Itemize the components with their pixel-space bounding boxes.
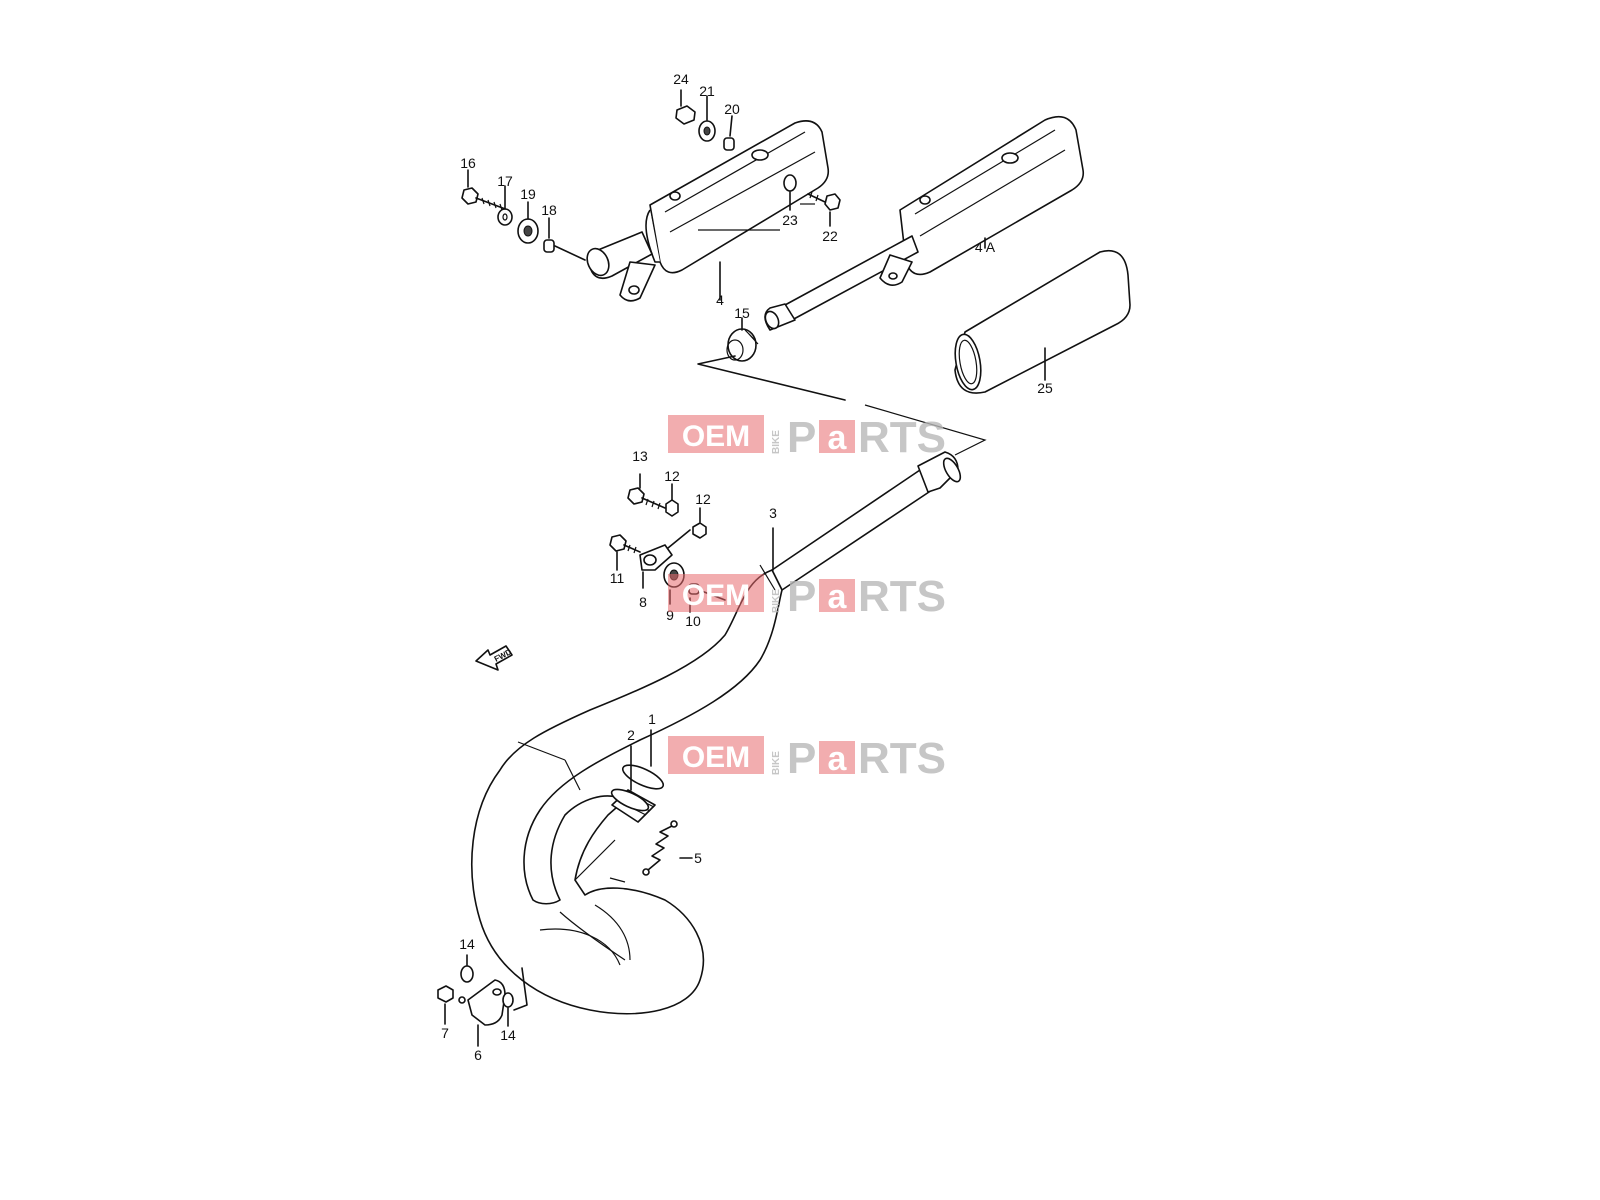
callout-3: 3 — [769, 505, 777, 521]
svg-text:a: a — [828, 740, 848, 778]
leader-lines-top — [467, 89, 1046, 456]
svg-text:RTS: RTS — [858, 572, 946, 621]
svg-text:BIKE: BIKE — [771, 430, 782, 454]
callout-22: 22 — [822, 228, 838, 244]
svg-text:RTS: RTS — [858, 734, 946, 783]
svg-text:BIKE: BIKE — [771, 589, 782, 613]
callout-20: 20 — [724, 101, 740, 117]
callout-14b: 14 — [500, 1027, 516, 1043]
svg-text:P: P — [787, 413, 816, 462]
svg-text:OEM: OEM — [682, 579, 750, 612]
watermark-2: OEM BIKE P a RTS — [668, 572, 946, 621]
hardware-bottom — [437, 954, 528, 1047]
fwd-label: FWD — [493, 647, 514, 664]
svg-text:P: P — [787, 572, 816, 621]
callout-labels: 24 21 20 16 17 19 18 23 22 4 15 4 A 25 1… — [441, 71, 1053, 1063]
callout-24: 24 — [673, 71, 689, 87]
callout-8: 8 — [639, 594, 647, 610]
hardware-top — [461, 105, 841, 362]
svg-text:a: a — [828, 419, 848, 457]
svg-text:RTS: RTS — [858, 413, 946, 462]
callout-12b: 12 — [695, 491, 711, 507]
leader-lines-lower — [630, 729, 693, 859]
callout-14a: 14 — [459, 936, 475, 952]
callout-2: 2 — [627, 727, 635, 743]
callout-16: 16 — [460, 155, 476, 171]
svg-text:OEM: OEM — [682, 741, 750, 774]
callout-18: 18 — [541, 202, 557, 218]
callout-19: 19 — [520, 186, 536, 202]
callout-7: 7 — [441, 1025, 449, 1041]
callout-4: 4 — [716, 292, 724, 308]
watermark-1: OEM BIKE P a RTS — [668, 413, 946, 462]
silencer-4 — [586, 120, 830, 302]
exhaust-pipe-3 — [471, 451, 962, 1015]
svg-text:BIKE: BIKE — [771, 751, 782, 775]
callout-21: 21 — [699, 83, 715, 99]
callout-1: 1 — [648, 711, 656, 727]
callout-23: 23 — [782, 212, 798, 228]
watermark-3: OEM BIKE P a RTS — [668, 734, 946, 783]
callout-15: 15 — [734, 305, 750, 321]
callout-6: 6 — [474, 1047, 482, 1063]
heat-shield-25 — [954, 250, 1131, 394]
silencer-4a — [764, 115, 1085, 331]
callout-11: 11 — [610, 570, 625, 586]
svg-text:OEM: OEM — [682, 420, 750, 453]
callout-5: 5 — [694, 850, 702, 866]
svg-text:a: a — [828, 578, 848, 616]
callout-4a: 4 A — [975, 239, 996, 255]
svg-text:P: P — [787, 734, 816, 783]
fwd-direction-arrow: FWD — [475, 645, 514, 671]
callout-12a: 12 — [664, 468, 680, 484]
callout-25: 25 — [1037, 380, 1053, 396]
callout-17: 17 — [497, 173, 513, 189]
callout-9: 9 — [666, 607, 674, 623]
callout-13: 13 — [632, 448, 648, 464]
seals-and-spring — [610, 764, 678, 876]
callout-10: 10 — [685, 613, 701, 629]
